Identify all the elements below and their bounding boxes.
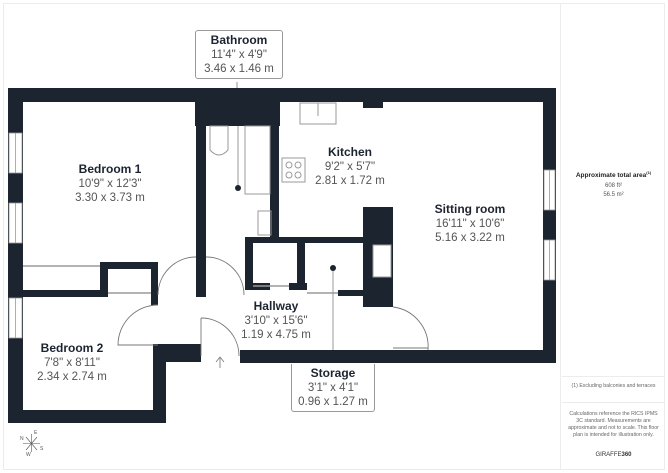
divider bbox=[562, 402, 665, 403]
room-name: Bedroom 1 bbox=[78, 162, 142, 176]
walls bbox=[8, 88, 556, 423]
plan-frame bbox=[3, 3, 665, 470]
door-bedroom1 bbox=[157, 256, 197, 296]
room-name: Sitting room bbox=[434, 202, 506, 216]
area-title: Approximate total area bbox=[575, 172, 647, 180]
divider bbox=[562, 376, 665, 377]
brand-logo: GIRAFFE360 bbox=[562, 452, 665, 458]
fireplace-icon bbox=[372, 244, 392, 278]
door-bathroom bbox=[205, 256, 245, 296]
toilet-icon bbox=[209, 125, 229, 156]
dots bbox=[235, 185, 336, 271]
room-label-bedroom2: Bedroom 2 7'8" x 8'11" 2.34 x 2.74 m bbox=[32, 341, 112, 384]
room-imperial: 16'11" x 10'6" bbox=[435, 218, 505, 230]
room-name: Bathroom bbox=[210, 33, 268, 47]
room-metric: 1.19 x 4.75 m bbox=[241, 329, 311, 341]
compass-e: E bbox=[34, 430, 38, 436]
total-area: Approximate total area(1) 608 ft² 56.5 m… bbox=[562, 170, 665, 200]
room-imperial: 3'1" x 4'1" bbox=[307, 382, 359, 394]
room-label-kitchen: Kitchen 9'2" x 5'7" 2.81 x 1.72 m bbox=[312, 145, 388, 188]
room-metric: 3.30 x 3.73 m bbox=[75, 192, 145, 204]
room-name: Hallway bbox=[253, 299, 299, 313]
room-metric: 5.16 x 3.22 m bbox=[435, 232, 505, 244]
area-sqm: 56.5 m² bbox=[603, 192, 624, 199]
doors bbox=[117, 256, 429, 357]
room-name: Storage bbox=[310, 366, 356, 380]
room-imperial: 3'10" x 15'6" bbox=[244, 315, 308, 327]
room-imperial: 10'9" x 12'3" bbox=[78, 178, 142, 190]
room-name: Kitchen bbox=[327, 145, 372, 159]
room-label-sitting-room: Sitting room 16'11" x 10'6" 5.16 x 3.22 … bbox=[428, 202, 512, 245]
compass-s: S bbox=[40, 446, 44, 452]
entrance-arrow-icon bbox=[215, 356, 225, 368]
room-label-bedroom1: Bedroom 1 10'9" x 12'3" 3.30 x 3.73 m bbox=[70, 162, 150, 205]
window-lines bbox=[15, 133, 550, 338]
brand-text: GIRAFFE bbox=[595, 452, 622, 458]
disclaimer: Calculations reference the RICS IPMS 3C … bbox=[568, 411, 659, 438]
fixtures bbox=[209, 102, 392, 350]
bathtub-icon bbox=[244, 125, 271, 195]
area-footnote-mark: (1) bbox=[646, 170, 652, 175]
footnote: (1) Excluding balconies and terraces bbox=[571, 383, 656, 389]
room-metric: 2.34 x 2.74 m bbox=[37, 371, 107, 383]
room-imperial: 9'2" x 5'7" bbox=[324, 161, 376, 173]
room-imperial: 7'8" x 8'11" bbox=[44, 357, 100, 369]
door-front bbox=[200, 317, 240, 357]
compass-icon bbox=[23, 434, 40, 452]
door-bedroom2 bbox=[117, 304, 159, 346]
sink-icon bbox=[257, 210, 272, 236]
room-metric: 3.46 x 1.46 m bbox=[204, 63, 274, 75]
room-label-storage: Storage 3'1" x 4'1" 0.96 x 1.27 m bbox=[291, 364, 375, 412]
area-sqft: 608 ft² bbox=[604, 183, 622, 190]
room-metric: 2.81 x 1.72 m bbox=[315, 175, 385, 187]
compass-w: W bbox=[26, 452, 31, 458]
room-imperial: 11'4" x 4'9" bbox=[211, 49, 267, 61]
door-sitting bbox=[392, 306, 429, 351]
room-label-hallway: Hallway 3'10" x 15'6" 1.19 x 4.75 m bbox=[236, 299, 316, 342]
brand-number: 360 bbox=[621, 452, 632, 458]
info-sidebar bbox=[560, 3, 665, 470]
room-metric: 0.96 x 1.27 m bbox=[298, 396, 368, 408]
room-name: Bedroom 2 bbox=[40, 341, 104, 355]
compass-n: N bbox=[20, 436, 24, 442]
room-label-bathroom: Bathroom 11'4" x 4'9" 3.46 x 1.46 m bbox=[195, 30, 283, 79]
hob-icon bbox=[281, 157, 306, 183]
